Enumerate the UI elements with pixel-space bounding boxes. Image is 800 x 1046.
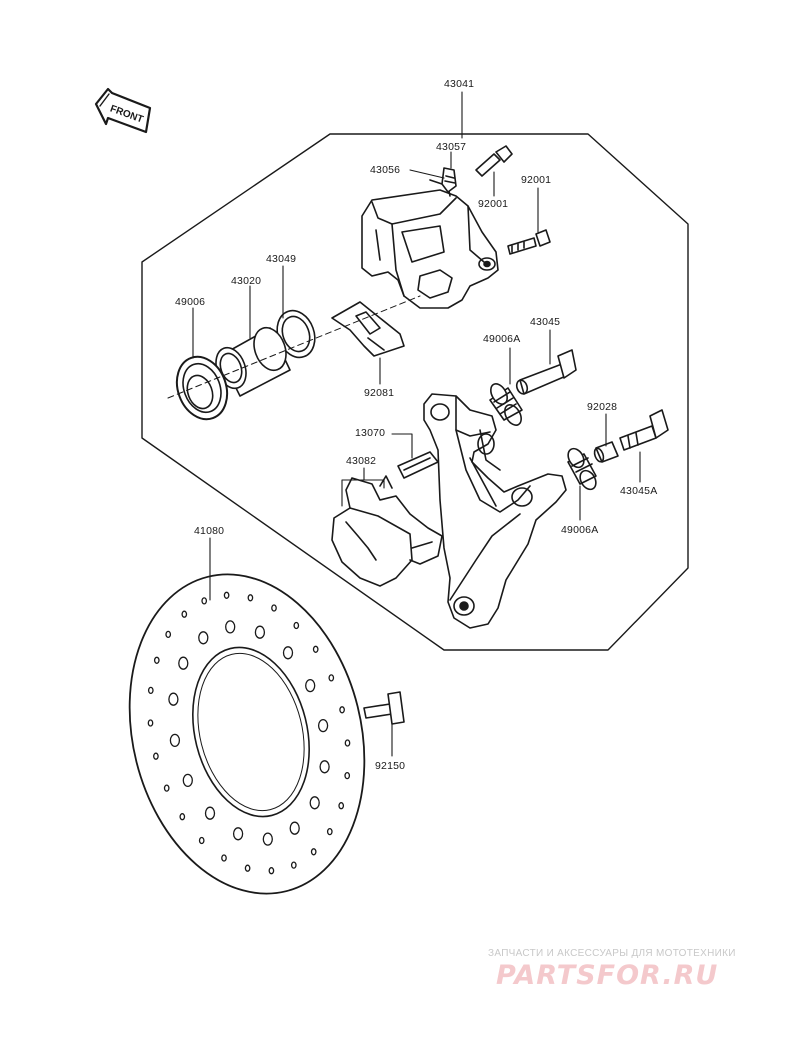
disc-hole [344,771,351,780]
label-49006A-lower: 49006A [561,524,599,536]
label-41080: 41080 [194,525,225,537]
disc-hole [198,836,205,845]
disc-hole [153,752,159,760]
disc-hole [181,610,188,618]
disc-hole [268,867,275,875]
brake-pads [331,475,443,587]
caliper-piston [215,326,291,397]
pin-collar [593,441,619,463]
disc-hole [319,760,330,774]
piston-seal [175,355,229,421]
label-49006: 49006 [175,296,206,308]
disc-hole [244,864,251,872]
disc-hole [310,848,317,856]
disc-hole [178,656,189,670]
label-43082: 43082 [346,455,377,467]
disc-hole [232,827,244,841]
brake-disc [128,573,366,895]
leader-lines [192,91,641,757]
watermark-logo: PARTSFOR.RU [496,960,719,991]
disc-hole [271,604,277,612]
disc-hole [182,773,193,788]
disc-hole [221,854,227,862]
alignment-line [167,295,421,399]
slide-pin [515,349,577,395]
label-13070: 13070 [355,427,386,439]
disc-hole [204,806,216,820]
disc-holes [147,591,351,875]
disc-hole [338,802,345,810]
disc-hole [153,656,160,664]
disc-hole [198,631,209,645]
disc-hole [147,686,154,695]
disc-hole [201,597,208,605]
label-92028: 92028 [587,401,618,413]
label-92001-upper: 92001 [478,198,509,210]
disc-hole [165,630,172,639]
disc-hole [339,706,345,714]
disc-hole [328,674,335,682]
label-43045: 43045 [530,316,561,328]
disc-hole [305,678,316,693]
disc-hole [163,784,170,792]
disc-hole [289,821,300,835]
disc-hole [326,827,333,836]
label-92150: 92150 [375,760,406,772]
caliper-body [361,179,499,309]
label-43056: 43056 [370,164,401,176]
disc-hole [147,719,154,727]
disc-hole [290,861,297,869]
disc-hole [293,621,300,630]
disc-bolt [363,691,405,725]
label-43057: 43057 [436,141,467,153]
disc-hole [223,591,230,599]
pad-clip [397,451,439,479]
disc-hole [169,733,181,748]
disc-hole [247,594,254,602]
bolt-upper [475,145,513,177]
boot-upper [489,383,523,426]
label-92001-right: 92001 [521,174,552,186]
caliper-bracket [423,393,567,629]
slide-pin-a [619,409,669,451]
pad-spring [331,301,405,357]
disc-hole [312,645,319,653]
assembly-boundary [141,133,689,651]
label-43045A: 43045A [620,485,658,497]
front-arrow-icon: FRONT [94,87,152,134]
disc-hole [282,646,294,660]
disc-hole [309,796,320,810]
bolt-right [507,229,551,255]
disc-hole [254,625,266,639]
bleeder-valve [441,167,457,193]
disc-hole [179,813,186,821]
disc-hole [262,832,273,846]
disc-hole [225,620,236,634]
label-43049: 43049 [266,253,297,265]
boot-lower [567,447,597,491]
watermark-caption: ЗАПЧАСТИ И АКСЕССУАРЫ ДЛЯ МОТОТЕХНИКИ [488,948,736,959]
label-49006A-upper: 49006A [483,333,521,345]
label-43020: 43020 [231,275,262,287]
label-43041: 43041 [444,78,475,90]
label-92081: 92081 [364,387,395,399]
disc-hole [317,718,329,733]
disc-hole [344,739,351,747]
disc-hole [168,692,179,706]
